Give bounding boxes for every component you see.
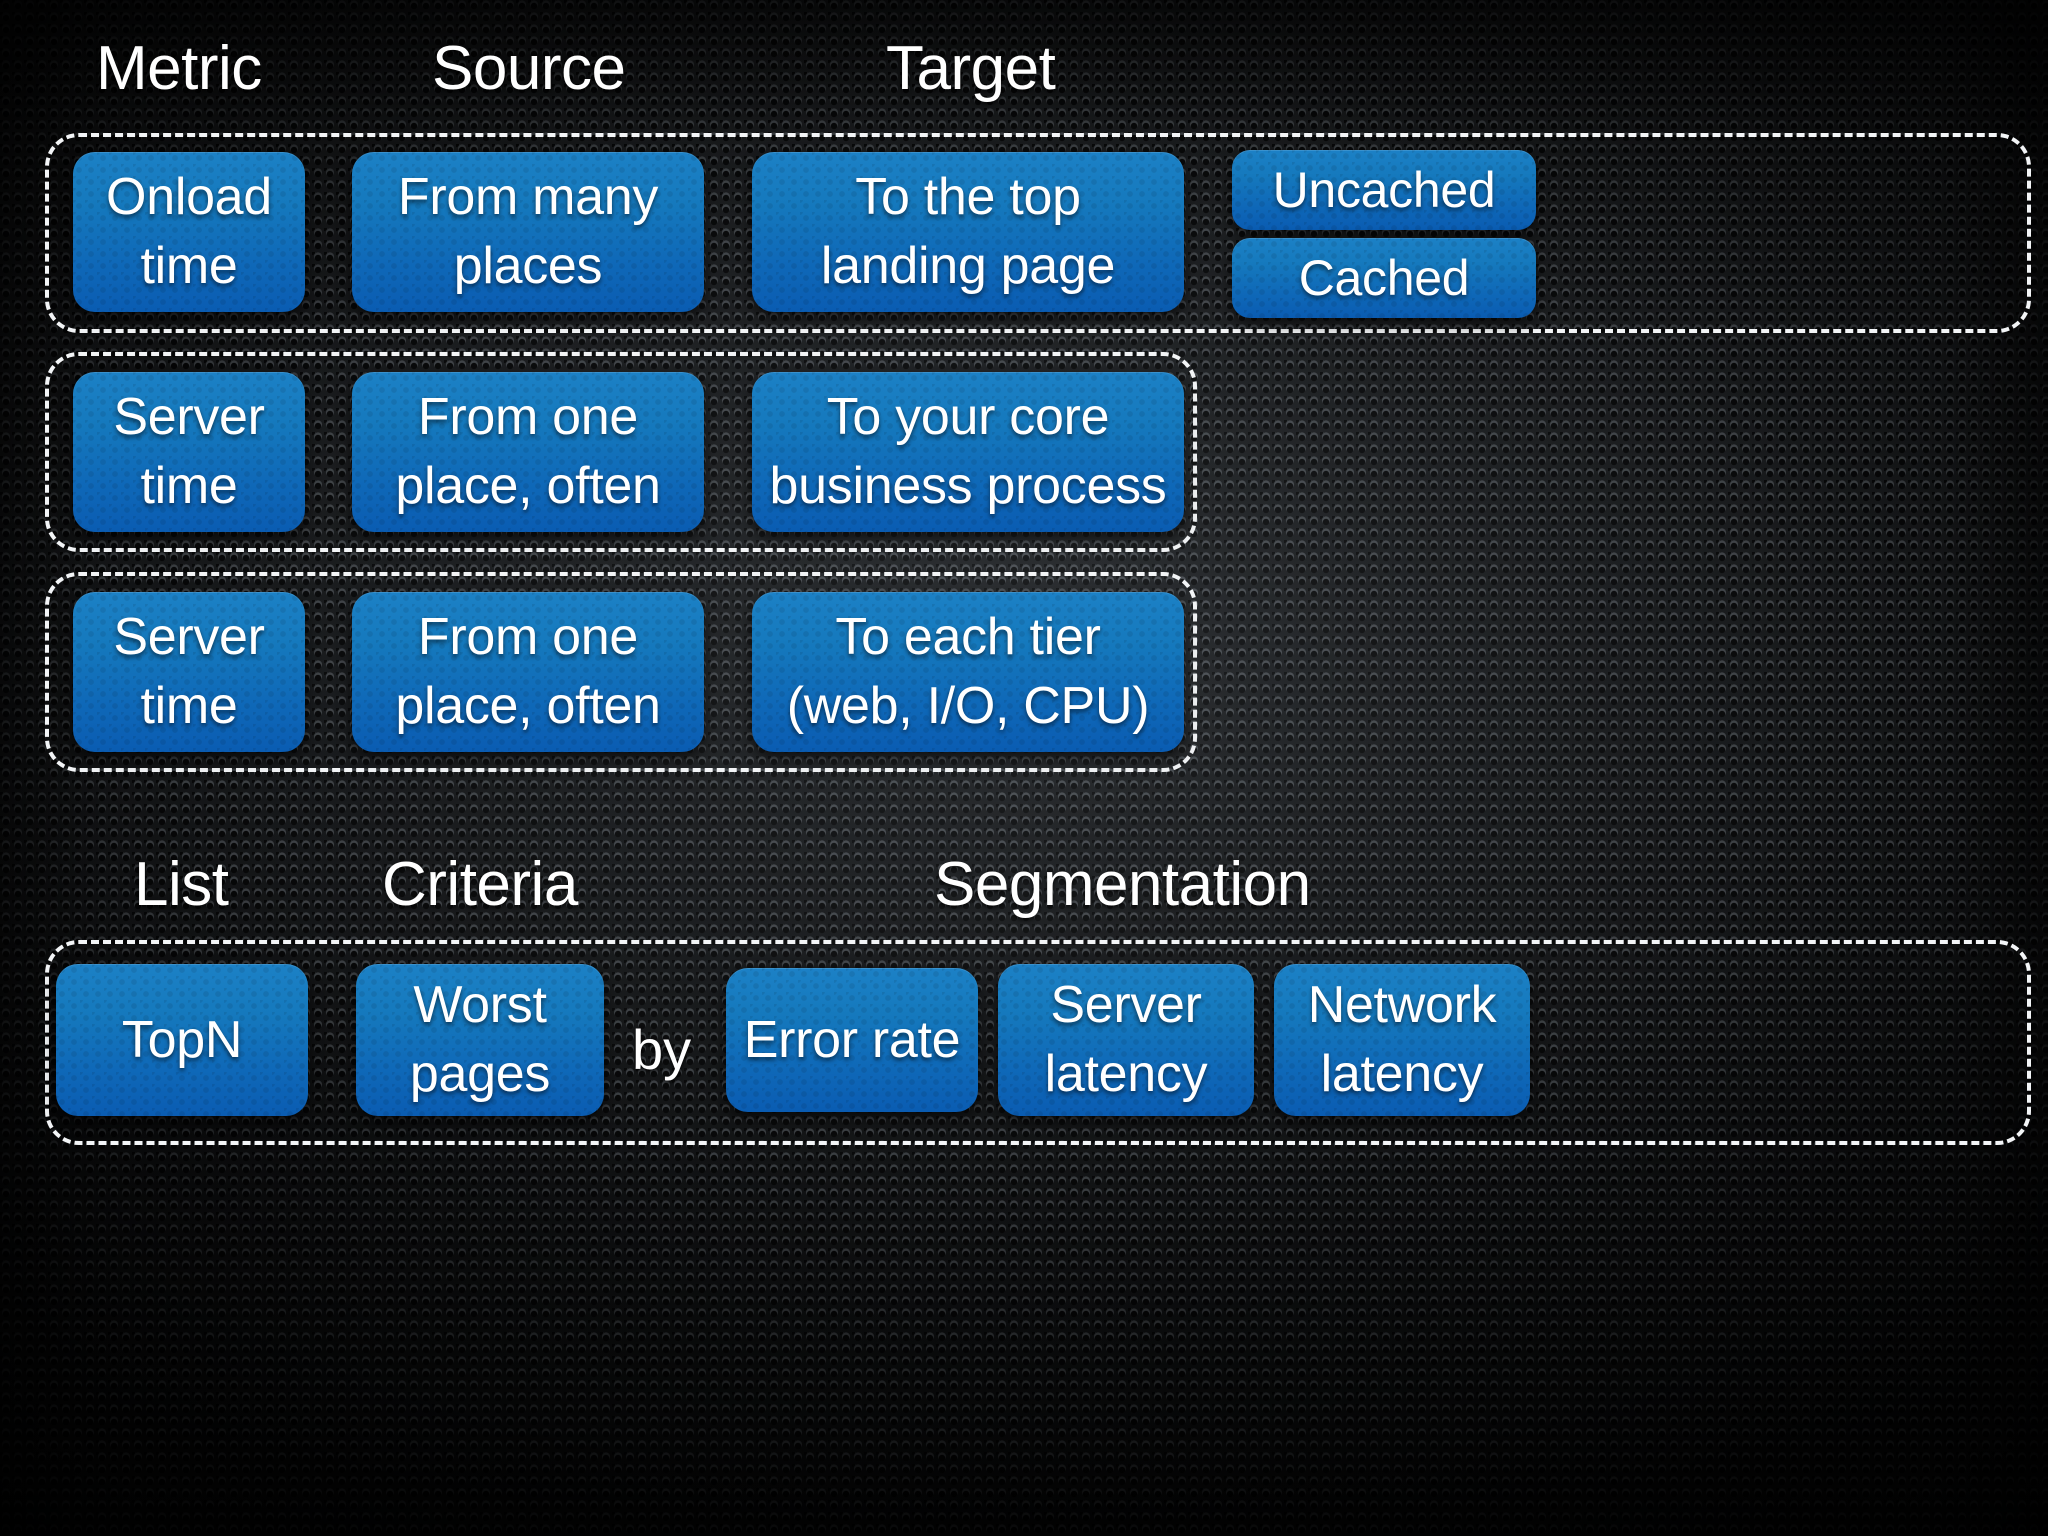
tile-label: Uncached: [1272, 162, 1496, 218]
tile-from-many-places[interactable]: From many places: [352, 152, 704, 312]
column-header-metric: Metric: [96, 34, 262, 103]
tile-label: Server latency: [1044, 976, 1208, 1103]
tile-label: Onload time: [106, 168, 272, 295]
tile-server-latency[interactable]: Server latency: [998, 964, 1254, 1116]
tile-label: Server time: [113, 608, 265, 735]
tile-label: Cached: [1298, 250, 1470, 306]
column-header-list: List: [134, 850, 229, 919]
tile-topn[interactable]: TopN: [56, 964, 308, 1116]
tile-worst-pages[interactable]: Worst pages: [356, 964, 604, 1116]
tile-label: To the top landing page: [820, 168, 1116, 295]
tile-from-one-place-often-1[interactable]: From one place, often: [352, 372, 704, 532]
column-header-segmentation: Segmentation: [934, 850, 1311, 919]
tile-to-each-tier[interactable]: To each tier (web, I/O, CPU): [752, 592, 1184, 752]
row-group-onload-time: [45, 133, 2031, 333]
tile-onload-time[interactable]: Onload time: [73, 152, 305, 312]
tile-label: Network latency: [1307, 976, 1497, 1103]
conjunction-by: by: [632, 1018, 692, 1081]
tile-label: To your core business process: [769, 388, 1167, 515]
tile-server-time-1[interactable]: Server time: [73, 372, 305, 532]
tile-label: TopN: [121, 1010, 243, 1069]
tile-error-rate[interactable]: Error rate: [726, 968, 978, 1112]
column-header-criteria: Criteria: [382, 850, 578, 919]
tile-to-your-core-business-process[interactable]: To your core business process: [752, 372, 1184, 532]
column-header-source: Source: [432, 34, 626, 103]
tile-label: Server time: [113, 388, 265, 515]
tile-uncached[interactable]: Uncached: [1232, 150, 1536, 230]
tile-from-one-place-often-2[interactable]: From one place, often: [352, 592, 704, 752]
tile-label: From many places: [397, 168, 659, 295]
tile-server-time-2[interactable]: Server time: [73, 592, 305, 752]
row-group-topn-segmentation: [45, 940, 2031, 1145]
tile-label: Worst pages: [409, 976, 551, 1103]
tile-label: Error rate: [743, 1010, 961, 1069]
row-group-server-time-each-tier: [45, 572, 1197, 772]
tile-to-the-top-landing-page[interactable]: To the top landing page: [752, 152, 1184, 312]
tile-cached[interactable]: Cached: [1232, 238, 1536, 318]
tile-label: To each tier (web, I/O, CPU): [786, 608, 1150, 735]
tile-label: From one place, often: [395, 388, 661, 515]
row-group-server-time-business-process: [45, 352, 1197, 552]
tile-network-latency[interactable]: Network latency: [1274, 964, 1530, 1116]
column-header-target: Target: [886, 34, 1056, 103]
tile-label: From one place, often: [395, 608, 661, 735]
